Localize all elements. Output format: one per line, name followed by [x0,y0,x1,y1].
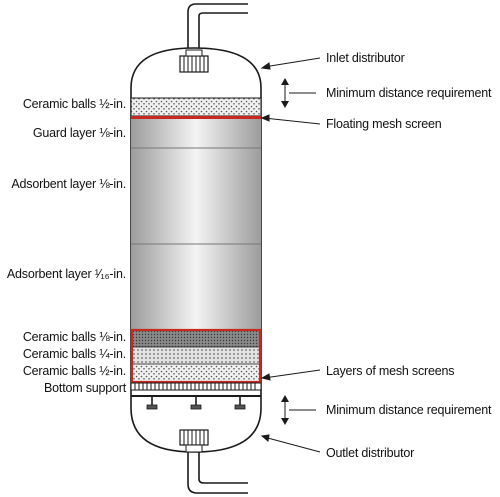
min-distance-top-arrow-icon [281,78,316,108]
label-floating-mesh-screen: Floating mesh screen [326,117,442,131]
label-adsorbent-layer-1: Adsorbent layer ⅛-in. [11,177,126,191]
inlet-distributor-icon [179,49,209,73]
label-min-distance-top: Minimum distance requirement [326,86,492,100]
label-outlet-distributor: Outlet distributor [326,446,415,460]
label-guard-layer: Guard layer ⅛-in. [32,126,126,140]
label-ceramic-balls-quarter: Ceramic balls ¼-in. [22,347,126,361]
label-adsorbent-layer-2: Adsorbent layer ¹⁄₁₆-in. [6,267,126,281]
mesh-screen-layers [130,328,262,384]
label-mesh-screen-layers: Layers of mesh screens [326,364,455,378]
label-ceramic-balls-half: Ceramic balls ½-in. [22,364,126,378]
ceramic-balls-half-layer [133,364,259,381]
adsorbent-bed [131,119,261,330]
label-min-distance-bottom: Minimum distance requirement [326,403,492,417]
label-inlet-distributor: Inlet distributor [326,51,405,65]
outlet-pipe [187,452,248,494]
label-ceramic-balls-eighth: Ceramic balls ⅛-in. [22,330,126,344]
outlet-distributor-icon [179,429,209,453]
ceramic-balls-quarter-layer [133,347,259,364]
min-distance-bottom-arrow-icon [281,395,316,425]
floating-mesh-screen [131,116,261,119]
support-nozzles [146,396,246,410]
label-ceramic-balls-top: Ceramic balls ½-in. [22,97,126,111]
label-bottom-support: Bottom support [44,381,126,395]
inlet-pipe [187,3,248,48]
ceramic-balls-eighth-layer [133,330,259,347]
leader-lines [260,57,321,453]
ceramic-balls-top-layer [130,97,262,117]
